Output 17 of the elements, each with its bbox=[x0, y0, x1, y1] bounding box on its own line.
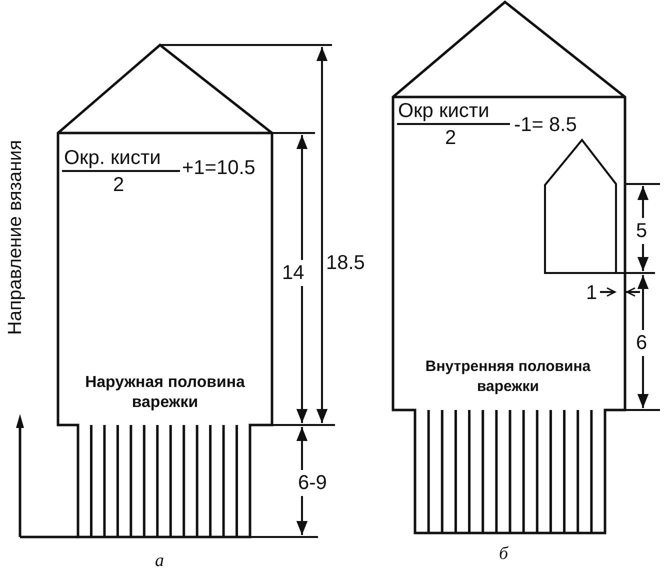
dimension-value: 6-9 bbox=[298, 470, 327, 496]
dimension-value: 6 bbox=[636, 330, 648, 356]
formula-denominator: 2 bbox=[113, 174, 124, 196]
figure-letter: а bbox=[155, 549, 164, 571]
formula-numerator: Окр кисти bbox=[398, 100, 490, 122]
formula-numerator: Окр. кисти bbox=[64, 147, 161, 169]
piece-label: Наружная половина варежки bbox=[84, 373, 246, 413]
mitten-pattern-piece bbox=[55, 42, 275, 540]
mitten-pattern-piece bbox=[390, 0, 628, 536]
dimension-value: 5 bbox=[636, 218, 648, 244]
figure-letter: б bbox=[499, 542, 508, 564]
piece-label: Внутренняя половина варежки bbox=[424, 357, 592, 397]
formula-result: +1=10.5 bbox=[182, 157, 256, 179]
direction-label: Направление вязания bbox=[5, 140, 27, 335]
dimension-value: 14 bbox=[282, 260, 304, 286]
formula-result: -1= 8.5 bbox=[514, 114, 577, 136]
formula-denominator: 2 bbox=[445, 127, 456, 149]
